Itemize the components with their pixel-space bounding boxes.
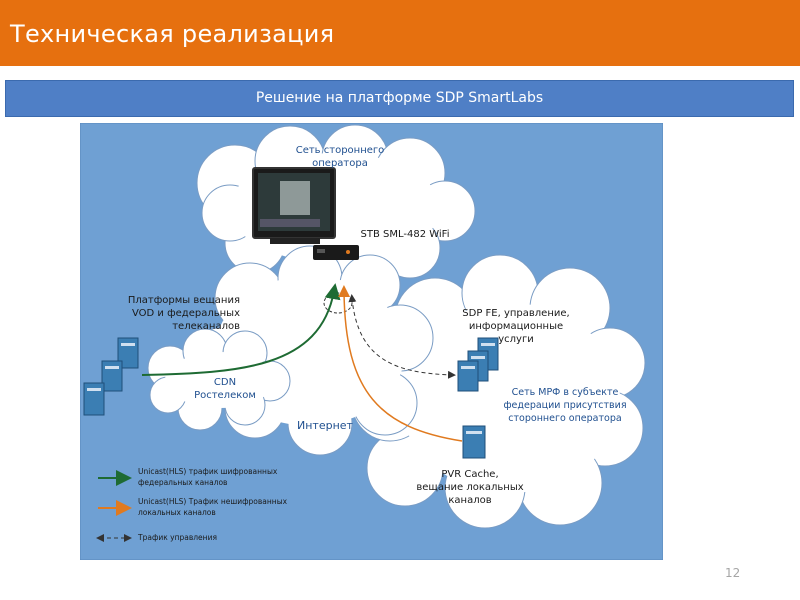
server-icon-vod-3: [83, 382, 105, 416]
slide-header: Техническая реализация: [0, 0, 800, 66]
label-pvr-cache: PVR Cache, вещание локальных каналов: [416, 469, 524, 506]
traffic-line-unencrypted: [338, 285, 463, 442]
traffic-line-control: [348, 294, 456, 379]
page-number: 12: [725, 566, 741, 580]
subtitle-banner: Решение на платформе SDP SmartLabs: [5, 80, 794, 117]
label-stb: STB SML-482 WiFi: [360, 229, 450, 240]
server-icon-pvr: [462, 425, 486, 459]
traffic-line-encrypted: [141, 283, 341, 376]
subtitle-text: Решение на платформе SDP SmartLabs: [255, 90, 544, 106]
label-cdn: CDN Ростелеком: [194, 377, 256, 401]
network-diagram: Сеть стороннего оператора STB SML-482 Wi…: [80, 123, 663, 560]
label-third-party-network: Сеть стороннего оператора: [280, 144, 400, 170]
label-platforms: Платформы вещания VOD и федеральных теле…: [127, 295, 240, 332]
label-third-party-network-text: Сеть стороннего оператора: [295, 145, 385, 169]
legend-control-text: Трафик управления: [138, 533, 217, 542]
label-internet: Интернет: [297, 419, 353, 432]
legend-encrypted-text: Unicast(HLS) трафик шифрованных федераль…: [138, 467, 278, 487]
label-sdp-fe: SDP FE, управление, информационные услуг…: [462, 308, 570, 345]
server-icon-vod-2: [101, 360, 123, 392]
server-icon-sdp-3: [457, 360, 479, 392]
server-icon-vod-1: [117, 337, 139, 369]
label-mrf-network: Сеть МРФ в субъекте федерации присутстви…: [503, 387, 627, 424]
legend-unencrypted-text: Unicast(HLS) Трафик нешифрованных локаль…: [138, 497, 288, 517]
tv-icon: [252, 167, 336, 244]
stb-device-icon: [313, 245, 359, 260]
diagram-graphics: [80, 123, 663, 560]
slide-title: Техническая реализация: [10, 20, 335, 48]
